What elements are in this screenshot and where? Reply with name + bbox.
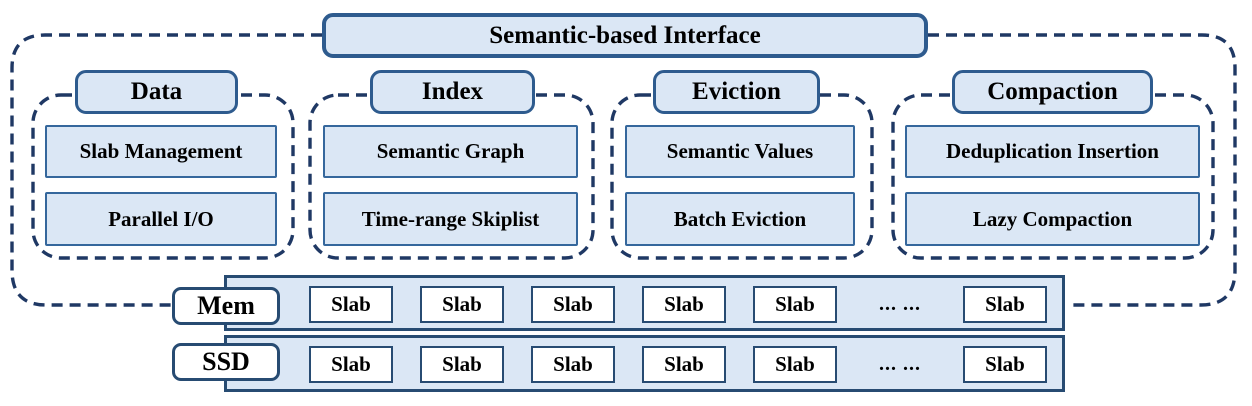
box-time-range-skiplist: Time-range Skiplist [323, 192, 578, 246]
mem-bar: Slab Slab Slab Slab Slab ... ... Slab [224, 275, 1065, 331]
tab-eviction: Eviction [653, 70, 820, 114]
mem-slab: Slab [420, 286, 504, 323]
mem-slab: Slab [753, 286, 837, 323]
box-deduplication-insertion: Deduplication Insertion [905, 125, 1200, 178]
ssd-slab-ellipsis: ... ... [879, 353, 921, 375]
mem-slab: Slab [309, 286, 393, 323]
mem-label: Mem [172, 287, 280, 325]
ssd-slab: Slab [420, 346, 504, 383]
ssd-label: SSD [172, 343, 280, 381]
box-batch-eviction: Batch Eviction [625, 192, 855, 246]
tab-data: Data [75, 70, 238, 114]
ssd-slab: Slab [642, 346, 726, 383]
box-lazy-compaction: Lazy Compaction [905, 192, 1200, 246]
ssd-slab: Slab [309, 346, 393, 383]
mem-slab: Slab [642, 286, 726, 323]
outer-dashed-left [10, 33, 322, 307]
mem-slab: Slab [963, 286, 1047, 323]
box-slab-management: Slab Management [45, 125, 277, 178]
ssd-slab: Slab [531, 346, 615, 383]
box-semantic-graph: Semantic Graph [323, 125, 578, 178]
ssd-slab: Slab [963, 346, 1047, 383]
tab-index: Index [370, 70, 535, 114]
box-parallel-io: Parallel I/O [45, 192, 277, 246]
semantic-interface-box: Semantic-based Interface [322, 13, 928, 58]
ssd-slab: Slab [753, 346, 837, 383]
box-semantic-values: Semantic Values [625, 125, 855, 178]
ssd-bar: Slab Slab Slab Slab Slab ... ... Slab [224, 335, 1065, 392]
mem-slab: Slab [531, 286, 615, 323]
mem-slab-ellipsis: ... ... [879, 293, 921, 315]
tab-compaction: Compaction [952, 70, 1153, 114]
